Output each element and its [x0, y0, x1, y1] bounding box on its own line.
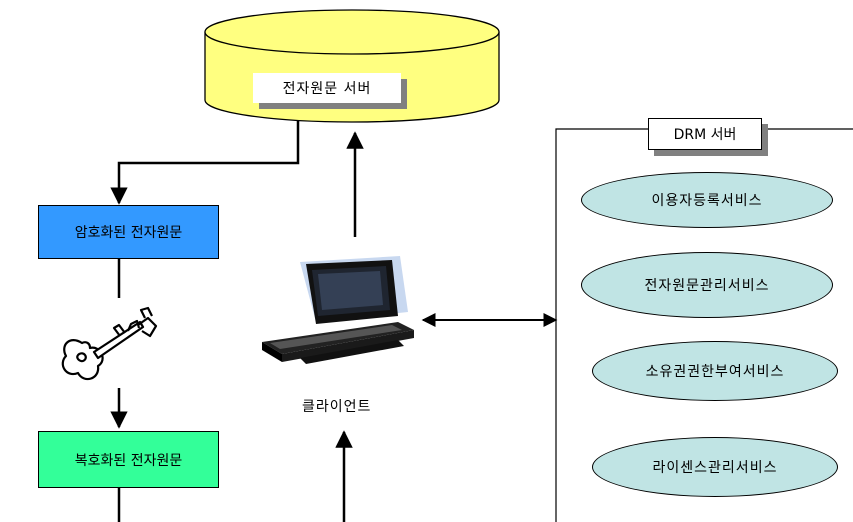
service-license-management[interactable]: 라이센스관리서비스 — [592, 437, 838, 497]
encrypted-document-label: 암호화된 전자원문 — [74, 225, 183, 241]
service-document-management[interactable]: 전자원문관리서비스 — [581, 252, 833, 318]
encrypted-document-box[interactable]: 암호화된 전자원문 — [38, 205, 219, 259]
server-label: 전자원문 서버 — [253, 73, 401, 103]
decrypted-document-box[interactable]: 복호화된 전자원문 — [38, 431, 219, 488]
laptop-icon — [262, 256, 414, 364]
service-ownership-rights[interactable]: 소유권권한부여서비스 — [592, 341, 838, 401]
service-user-registration[interactable]: 이용자등록서비스 — [581, 172, 833, 228]
decrypted-document-label: 복호화된 전자원문 — [74, 452, 183, 469]
client-label: 클라이언트 — [302, 399, 372, 415]
key-icon — [61, 306, 158, 381]
drm-frame — [555, 128, 853, 522]
database-cylinder-icon — [204, 9, 500, 123]
drm-server-title: DRM 서버 — [648, 118, 762, 150]
server-to-encrypted-arrow — [110, 120, 300, 205]
